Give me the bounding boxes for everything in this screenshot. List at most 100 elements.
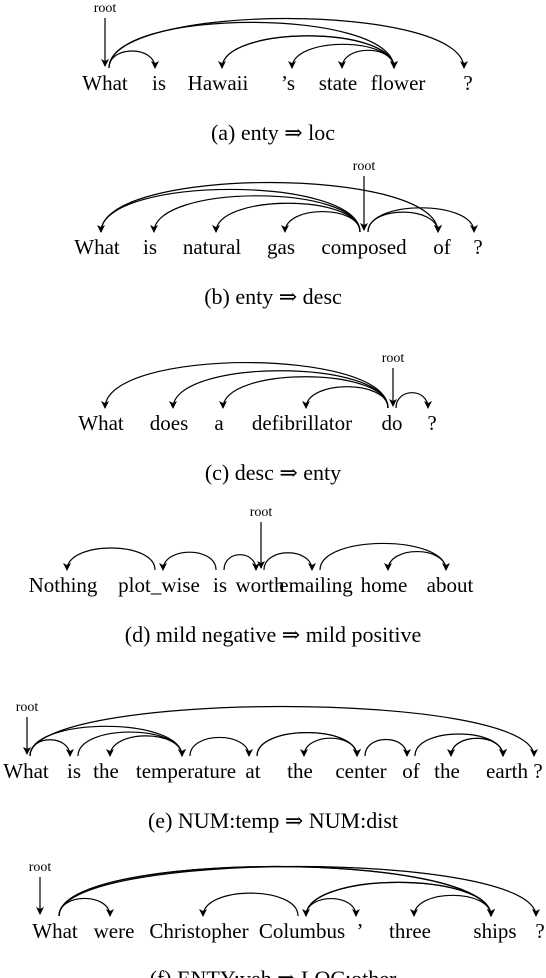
root-label: root — [382, 351, 405, 366]
token: were — [94, 919, 135, 943]
token: Christopher — [149, 919, 248, 943]
token: natural — [183, 235, 241, 259]
token: ? — [427, 411, 436, 435]
token: does — [150, 411, 189, 435]
dependency-arc — [77, 731, 186, 757]
dependency-arc — [189, 737, 253, 757]
token: is — [143, 235, 157, 259]
token: ships — [473, 919, 516, 943]
dependency-arc — [223, 554, 260, 571]
panel-caption: (b) enty ⇒ desc — [204, 284, 342, 309]
token: of — [402, 759, 420, 783]
panel-caption: (c) desc ⇒ enty — [205, 460, 341, 485]
root-label: root — [94, 1, 117, 16]
token: three — [389, 919, 431, 943]
token: is — [213, 573, 227, 597]
panel-caption: (d) mild negative ⇒ mild positive — [125, 622, 421, 647]
dependency-arc — [97, 188, 361, 233]
token: ’s — [281, 71, 295, 95]
token: Nothing — [29, 573, 98, 597]
token: What — [74, 235, 120, 259]
dependency-arc — [29, 705, 538, 757]
token: ? — [535, 919, 544, 943]
panel-caption: (e) NUM:temp ⇒ NUM:dist — [148, 808, 398, 833]
token: What — [32, 919, 78, 943]
dependency-arc — [29, 725, 186, 757]
token: the — [287, 759, 313, 783]
dependency-arc — [101, 362, 389, 409]
dependency-arc — [367, 211, 442, 233]
dependency-arc — [256, 732, 361, 757]
root-label: root — [29, 860, 52, 875]
dependency-arc — [199, 892, 299, 917]
dependency-arc — [58, 865, 495, 917]
dependency-arc — [63, 547, 156, 571]
dependency-arc — [159, 551, 217, 571]
panel-caption: (f) ENTY:veh ⇒ LOC:other — [150, 966, 397, 978]
token: What — [3, 759, 49, 783]
dependency-arc — [256, 732, 361, 757]
token: ’ — [357, 919, 364, 943]
token: defibrillator — [252, 411, 352, 435]
token: home — [361, 573, 408, 597]
token: is — [152, 71, 166, 95]
dependency-arc — [106, 735, 183, 757]
token: worth — [236, 573, 285, 597]
token: gas — [267, 235, 295, 259]
token: flower — [371, 71, 426, 95]
token: the — [434, 759, 460, 783]
token: about — [427, 573, 474, 597]
token: What — [78, 411, 124, 435]
token: do — [382, 411, 403, 435]
dependency-arc — [281, 210, 361, 233]
parse-panel: What were Christopher Columbus ’ three ships? r… — [29, 860, 545, 978]
token: of — [433, 235, 451, 259]
token: ? — [463, 71, 472, 95]
token: the — [93, 759, 119, 783]
dependency-arc — [367, 207, 478, 233]
token: state — [319, 71, 357, 95]
token: ? — [473, 235, 482, 259]
token: plot_wise — [118, 573, 200, 597]
dependency-arc — [410, 894, 492, 917]
dependency-arc — [150, 195, 361, 233]
dependency-arc — [450, 737, 507, 757]
panel-caption: (a) enty ⇒ loc — [211, 120, 335, 145]
root-label: root — [250, 505, 273, 520]
token: a — [214, 411, 224, 435]
dependency-arc — [221, 35, 398, 69]
dependency-arc — [29, 739, 74, 757]
dependency-arc — [414, 733, 507, 757]
root-label: root — [353, 159, 376, 174]
dependency-arc — [108, 21, 398, 69]
dependency-arc — [108, 17, 468, 69]
dependency-arc — [263, 552, 316, 571]
token: center — [335, 759, 386, 783]
token: ? — [533, 759, 542, 783]
dependency-arc — [108, 50, 159, 69]
dependency-arc — [364, 738, 411, 757]
dependency-arc — [447, 737, 504, 757]
token: temperature — [136, 759, 236, 783]
token: composed — [321, 235, 407, 259]
dependency-arc — [384, 551, 447, 571]
token: is — [67, 759, 81, 783]
dependency-arc — [100, 181, 442, 233]
token: Hawaii — [188, 71, 249, 95]
dependency-arc — [302, 386, 389, 409]
parse-panel: What does a defibrillator do? root (c) desc ⇒ … — [78, 351, 436, 485]
dependency-arc — [395, 392, 432, 409]
dependency-arc — [319, 542, 450, 571]
root-label: root — [16, 700, 39, 715]
token: What — [82, 71, 128, 95]
token: Columbus — [259, 919, 345, 943]
dependency-arc — [169, 370, 389, 409]
token: at — [245, 759, 260, 783]
token: earth — [486, 759, 528, 783]
dependency-arc — [300, 737, 358, 757]
